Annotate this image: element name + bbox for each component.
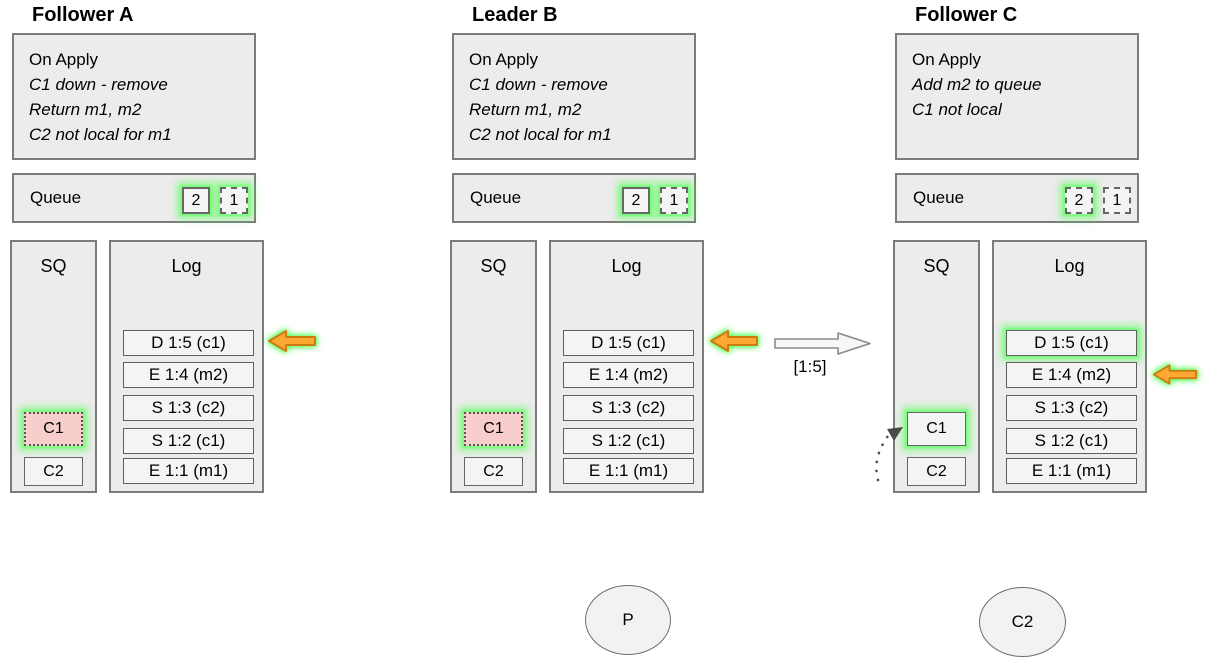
sq-label: SQ [40,256,67,276]
on-apply-header: On Apply [29,50,98,69]
sq-label: SQ [923,256,950,276]
log-box: Log D 1:5 (c1) E 1:4 (m2) S 1:3 (c2) S 1… [992,240,1147,493]
actor-c2-ellipse: C2 [979,587,1066,657]
on-apply-line: C1 not local [912,100,1002,119]
log-box: Log D 1:5 (c1) E 1:4 (m2) S 1:3 (c2) S 1… [109,240,264,493]
on-apply-header: On Apply [469,50,538,69]
log-entry: E 1:4 (m2) [1006,362,1137,388]
on-apply-box: On Apply Add m2 to queue C1 not local [895,33,1139,160]
dotted-arrow-icon [875,427,903,482]
sq-box: SQ C1 C2 [450,240,537,493]
log-entry: E 1:4 (m2) [123,362,254,388]
queue-item-2: 2 [182,187,210,214]
sq-box: SQ C1 C2 [893,240,980,493]
log-label: Log [611,256,642,276]
log-entry: E 1:1 (m1) [123,458,254,484]
node-leader-b: Leader B On Apply C1 down - remove Retur… [450,3,704,503]
on-apply-box: On Apply C1 down - remove Return m1, m2 … [452,33,696,160]
sq-item-c1: C1 [907,412,966,446]
log-label: Log [171,256,202,276]
sq-item-c2: C2 [24,457,83,486]
log-entry: D 1:5 (c1) [123,330,254,356]
node-title: Follower A [32,4,134,26]
on-apply-line: Return m1, m2 [29,100,142,119]
sq-box: SQ C1 C2 [10,240,97,493]
queue-box: Queue 2 1 [12,173,256,223]
queue-box: Queue 2 1 [452,173,696,223]
on-apply-line: Add m2 to queue [912,75,1042,94]
on-apply-line: C2 not local for m1 [29,125,172,144]
on-apply-line: Return m1, m2 [469,100,582,119]
sq-item-c2: C2 [907,457,966,486]
log-entry: S 1:2 (c1) [123,428,254,454]
queue-box: Queue 2 1 [895,173,1139,223]
queue-item-1: 1 [660,187,688,214]
on-apply-line: C2 not local for m1 [469,125,612,144]
log-entry: D 1:5 (c1) [1006,330,1137,356]
log-entry: S 1:3 (c2) [1006,395,1137,421]
orange-arrow-icon [268,330,316,352]
queue-label: Queue [913,188,965,207]
node-follower-a: Follower A On Apply C1 down - remove Ret… [10,3,264,503]
sq-item-c2: C2 [464,457,523,486]
log-entry: S 1:2 (c1) [563,428,694,454]
log-label: Log [1054,256,1085,276]
log-entry: E 1:4 (m2) [563,362,694,388]
transfer-range-label: [1:5] [793,357,827,376]
on-apply-line: C1 down - remove [469,75,608,94]
node-title: Leader B [472,4,558,26]
queue-item-1: 1 [220,187,248,214]
queue-item-1: 1 [1103,187,1131,214]
sq-item-c1: C1 [464,412,523,446]
queue-item-2: 2 [1065,187,1093,214]
replication-arrow-icon [774,332,871,355]
log-entry: E 1:1 (m1) [1006,458,1137,484]
sq-item-c1: C1 [24,412,83,446]
log-entry: S 1:3 (c2) [123,395,254,421]
log-entry: S 1:2 (c1) [1006,428,1137,454]
sq-label: SQ [480,256,507,276]
queue-label: Queue [30,188,82,207]
log-box: Log D 1:5 (c1) E 1:4 (m2) S 1:3 (c2) S 1… [549,240,704,493]
log-entry: E 1:1 (m1) [563,458,694,484]
queue-item-2: 2 [622,187,650,214]
log-entry: D 1:5 (c1) [563,330,694,356]
orange-arrow-icon [1152,364,1198,385]
queue-label: Queue [470,188,522,207]
on-apply-header: On Apply [912,50,981,69]
actor-label: C2 [1011,612,1034,631]
on-apply-box: On Apply C1 down - remove Return m1, m2 … [12,33,256,160]
node-follower-c: Follower C On Apply Add m2 to queue C1 n… [893,3,1147,503]
log-entry: S 1:3 (c2) [563,395,694,421]
actor-label: P [622,610,634,629]
orange-arrow-icon [710,330,758,352]
on-apply-line: C1 down - remove [29,75,168,94]
node-title: Follower C [915,4,1018,26]
actor-p-ellipse: P [585,585,671,655]
